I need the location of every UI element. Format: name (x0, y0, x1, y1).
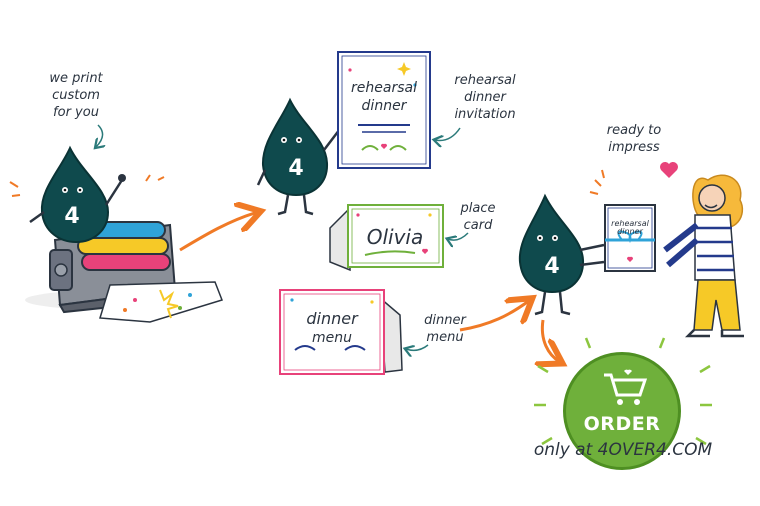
we-print-caption: we print custom for you (49, 71, 103, 120)
order-tagline: only at 4OVER4.COM (533, 440, 713, 460)
dinner-menu-caption: dinner menu (424, 313, 466, 345)
recipient-person (663, 174, 744, 338)
mascot-number: 4 (64, 204, 79, 229)
order-button[interactable]: ORDER (563, 352, 681, 470)
printing-press-icon (25, 221, 223, 323)
mascot-presenter (256, 97, 344, 216)
held-title-line2: dinner (617, 227, 643, 236)
place-card-name: Olivia (367, 225, 424, 249)
invitation-title-line1: rehearsal (351, 80, 417, 96)
heart-icon (660, 162, 678, 178)
arrow-icon (179, 212, 258, 252)
mascot-printer (29, 145, 126, 244)
sparkle-icon (9, 181, 21, 197)
held-title-line1: rehearsal (611, 219, 649, 228)
arrow-icon (542, 319, 560, 362)
sparkle-icon (589, 169, 605, 195)
menu-title-line1: dinner (306, 309, 359, 328)
mascot-number: 4 (288, 156, 303, 181)
sparkle-icon (145, 174, 165, 182)
place-card (329, 204, 444, 272)
place-card-caption: place card (460, 201, 496, 233)
mascot-number: 4 (544, 254, 559, 279)
invitation-title-line2: dinner (362, 98, 408, 114)
menu-title-line2: menu (312, 330, 352, 346)
held-invitation-card (604, 204, 656, 272)
rehearsal-invitation-card (337, 51, 431, 169)
ready-to-impress-caption: ready to impress (606, 123, 662, 155)
mascot-giver (518, 193, 605, 316)
cart-icon (604, 369, 648, 405)
dinner-menu-card (279, 289, 403, 375)
rehearsal-invitation-caption: rehearsal dinner invitation (454, 73, 516, 122)
arrow-icon (459, 300, 530, 332)
order-label: ORDER (583, 413, 661, 435)
